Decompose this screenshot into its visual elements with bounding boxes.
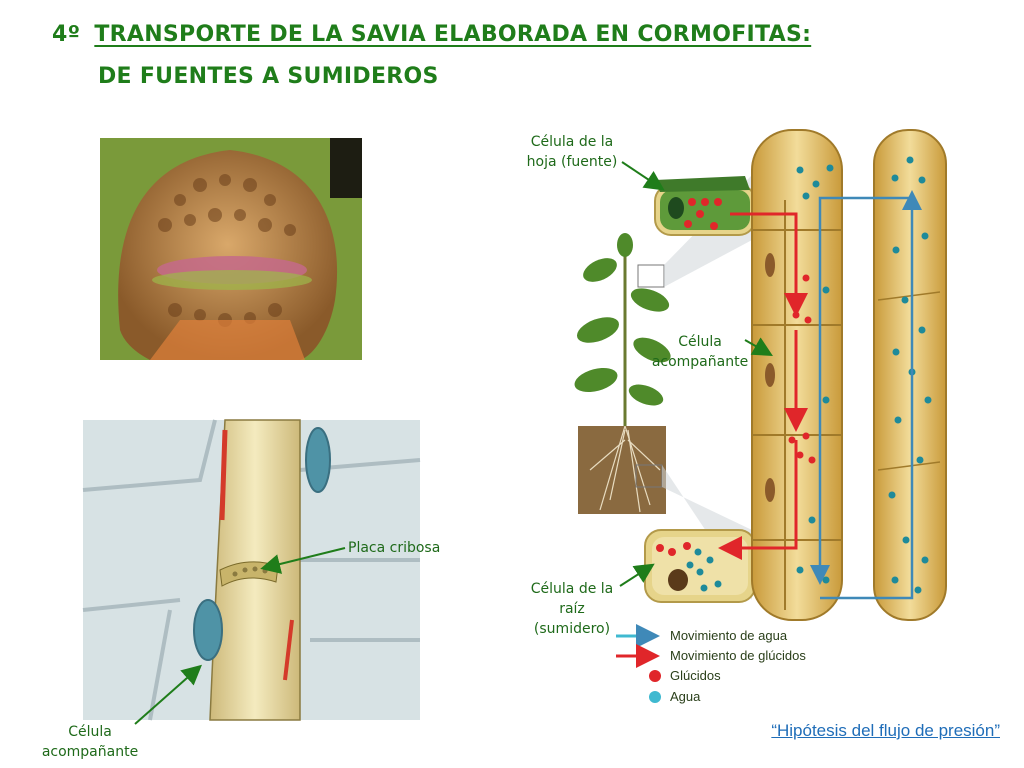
label-companion-left-line-1: Célula xyxy=(68,724,112,740)
xylem-column xyxy=(810,129,947,621)
label-root-cell: Célula de la raíz (sumidero) xyxy=(516,579,628,639)
label-sieve-plate: Placa cribosa xyxy=(348,540,441,556)
label-leaf-cell-line-2: hoja (fuente) xyxy=(526,154,618,170)
title-number: 4º xyxy=(52,22,81,47)
label-root-cell-line-1: Célula de la xyxy=(530,581,614,597)
leaf-cell-illustration xyxy=(654,176,756,236)
stem-micrograph xyxy=(100,138,362,360)
legend-sugars: Glúcidos xyxy=(670,668,721,683)
legend-sugar-movement: Movimiento de glúcidos xyxy=(670,648,806,663)
label-companion-right-line-2: acompañante xyxy=(651,354,749,370)
label-companion-cell-left: Célula acompañante xyxy=(36,722,144,762)
legend-symbols xyxy=(616,624,661,703)
sieve-tube-drawing xyxy=(82,419,421,721)
label-companion-left-line-2: acompañante xyxy=(41,744,139,760)
label-root-cell-line-3: (sumidero) xyxy=(533,621,611,637)
legend-water-movement: Movimiento de agua xyxy=(670,628,788,643)
title-main: TRANSPORTE DE LA SAVIA ELABORADA EN CORM… xyxy=(94,22,812,47)
pressure-flow-hypothesis-link[interactable]: “Hipótesis del flujo de presión” xyxy=(771,721,1000,740)
page-title: 4º TRANSPORTE DE LA SAVIA ELABORADA EN CO… xyxy=(52,22,811,47)
root-cell-illustration xyxy=(644,529,756,603)
label-companion-cell-right: Célula acompañante xyxy=(648,332,752,372)
label-pointers xyxy=(134,161,773,725)
legend-water: Agua xyxy=(670,689,701,704)
label-leaf-cell: Célula de la hoja (fuente) xyxy=(516,132,628,172)
page-subtitle: DE FUENTES A SUMIDEROS xyxy=(98,64,439,89)
label-leaf-cell-line-1: Célula de la xyxy=(530,134,614,150)
label-root-cell-line-2: raíz xyxy=(559,601,585,617)
label-companion-right-line-1: Célula xyxy=(678,334,722,350)
